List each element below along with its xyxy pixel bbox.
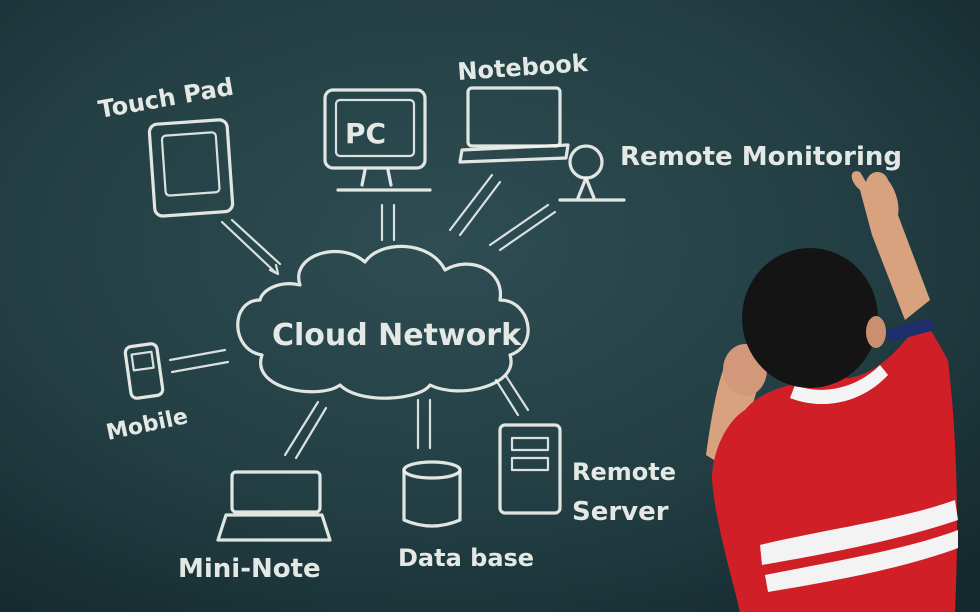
arrow-icon (494, 374, 530, 417)
shirt-stripes (760, 500, 958, 592)
arrow-icon (380, 203, 396, 242)
remote-monitoring-label: Remote Monitoring (620, 142, 902, 172)
monitor-icon (323, 88, 432, 192)
ear (866, 316, 886, 348)
head (742, 248, 878, 388)
database-label: Data base (398, 544, 534, 572)
tablet-icon (147, 118, 235, 218)
raised-hand (851, 171, 930, 320)
red-shirt (712, 320, 958, 612)
webcam-icon (558, 144, 626, 202)
arrow-icon (448, 173, 502, 237)
server-label: Server (572, 497, 669, 527)
sleeve-stripe (885, 318, 935, 342)
arrow-icon (168, 348, 230, 374)
remote-label: Remote (572, 458, 676, 486)
arrow-icon (283, 400, 328, 460)
arrow-icon (416, 398, 432, 450)
arrow-icon (220, 218, 282, 276)
mobile-phone-icon (123, 342, 165, 400)
database-icon (402, 460, 462, 528)
child-figure (706, 171, 958, 612)
netbook-icon (216, 470, 332, 542)
cloud-network-label: Cloud Network (272, 318, 522, 353)
server-icon (498, 423, 562, 515)
shirt-collar (790, 365, 888, 405)
laptop-icon (458, 86, 570, 164)
pc-label: PC (345, 117, 386, 150)
mini-note-label: Mini-Note (178, 554, 321, 584)
arrow-icon (488, 203, 557, 252)
cloud-icon (236, 244, 530, 400)
